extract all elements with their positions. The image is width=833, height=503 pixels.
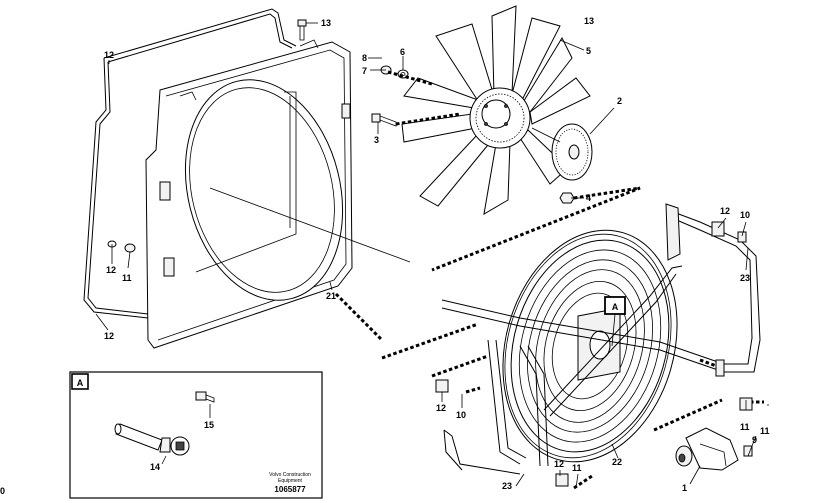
callout-3: 3 — [374, 135, 379, 145]
manufacturer-stamp: Volvo Construction Equipment 1065877 — [269, 472, 311, 494]
callout-23: 23 — [740, 273, 750, 283]
callout-18: 14 — [150, 462, 160, 472]
callout-5: 5 — [586, 46, 591, 56]
stamp-line1: Volvo Construction — [269, 472, 311, 478]
fan-assembly — [401, 5, 591, 215]
callout-22: 23 — [502, 481, 512, 491]
callout-labels: 13 13 12 8 7 6 5 2 3 4 12 11 12 21 12 10… — [104, 16, 770, 493]
callout-1: 1 — [682, 483, 687, 493]
stamp-number: 1065877 — [274, 485, 306, 494]
callout-20: 21 — [326, 291, 336, 301]
fan-shroud — [145, 39, 411, 349]
callout-11: 11 — [572, 463, 582, 473]
callout-19: 15 — [204, 420, 214, 430]
callout-8: 8 — [362, 53, 367, 63]
callout-14: 12 — [106, 265, 116, 275]
callout-11: 11 — [760, 426, 770, 436]
callout-2: 2 — [617, 96, 622, 106]
callout-15: 12 — [104, 50, 114, 60]
edge-mark: 0 — [0, 486, 5, 496]
callout-12: 12 — [436, 403, 446, 413]
callout-10: 10 — [456, 410, 466, 420]
detail-marker-a: A — [604, 296, 626, 347]
callout-7: 7 — [362, 66, 367, 76]
callout-17: 13 — [584, 16, 594, 26]
callout-21: 22 — [612, 457, 622, 467]
callout-13: 11 — [740, 422, 750, 432]
stamp-line2: Equipment — [278, 478, 303, 484]
callout-10: 10 — [740, 210, 750, 220]
detail-inset-label: A — [77, 378, 84, 388]
oil-cooler — [435, 203, 761, 487]
callout-4: 4 — [586, 193, 591, 203]
callout-6: 6 — [400, 47, 405, 57]
callout-13: 11 — [122, 273, 132, 283]
seal-strip — [83, 8, 297, 319]
detail-marker-a-label: A — [612, 302, 619, 312]
callout-16: 12 — [104, 331, 114, 341]
fan-speed-sensor — [675, 427, 753, 471]
flange-plate — [531, 123, 593, 181]
callout-9: 9 — [752, 435, 757, 445]
detail-inset: A — [69, 371, 323, 499]
callout-12: 12 — [720, 206, 730, 216]
callout-12: 12 — [554, 459, 564, 469]
leader-lines — [95, 22, 769, 489]
callout-17: 13 — [321, 18, 331, 28]
